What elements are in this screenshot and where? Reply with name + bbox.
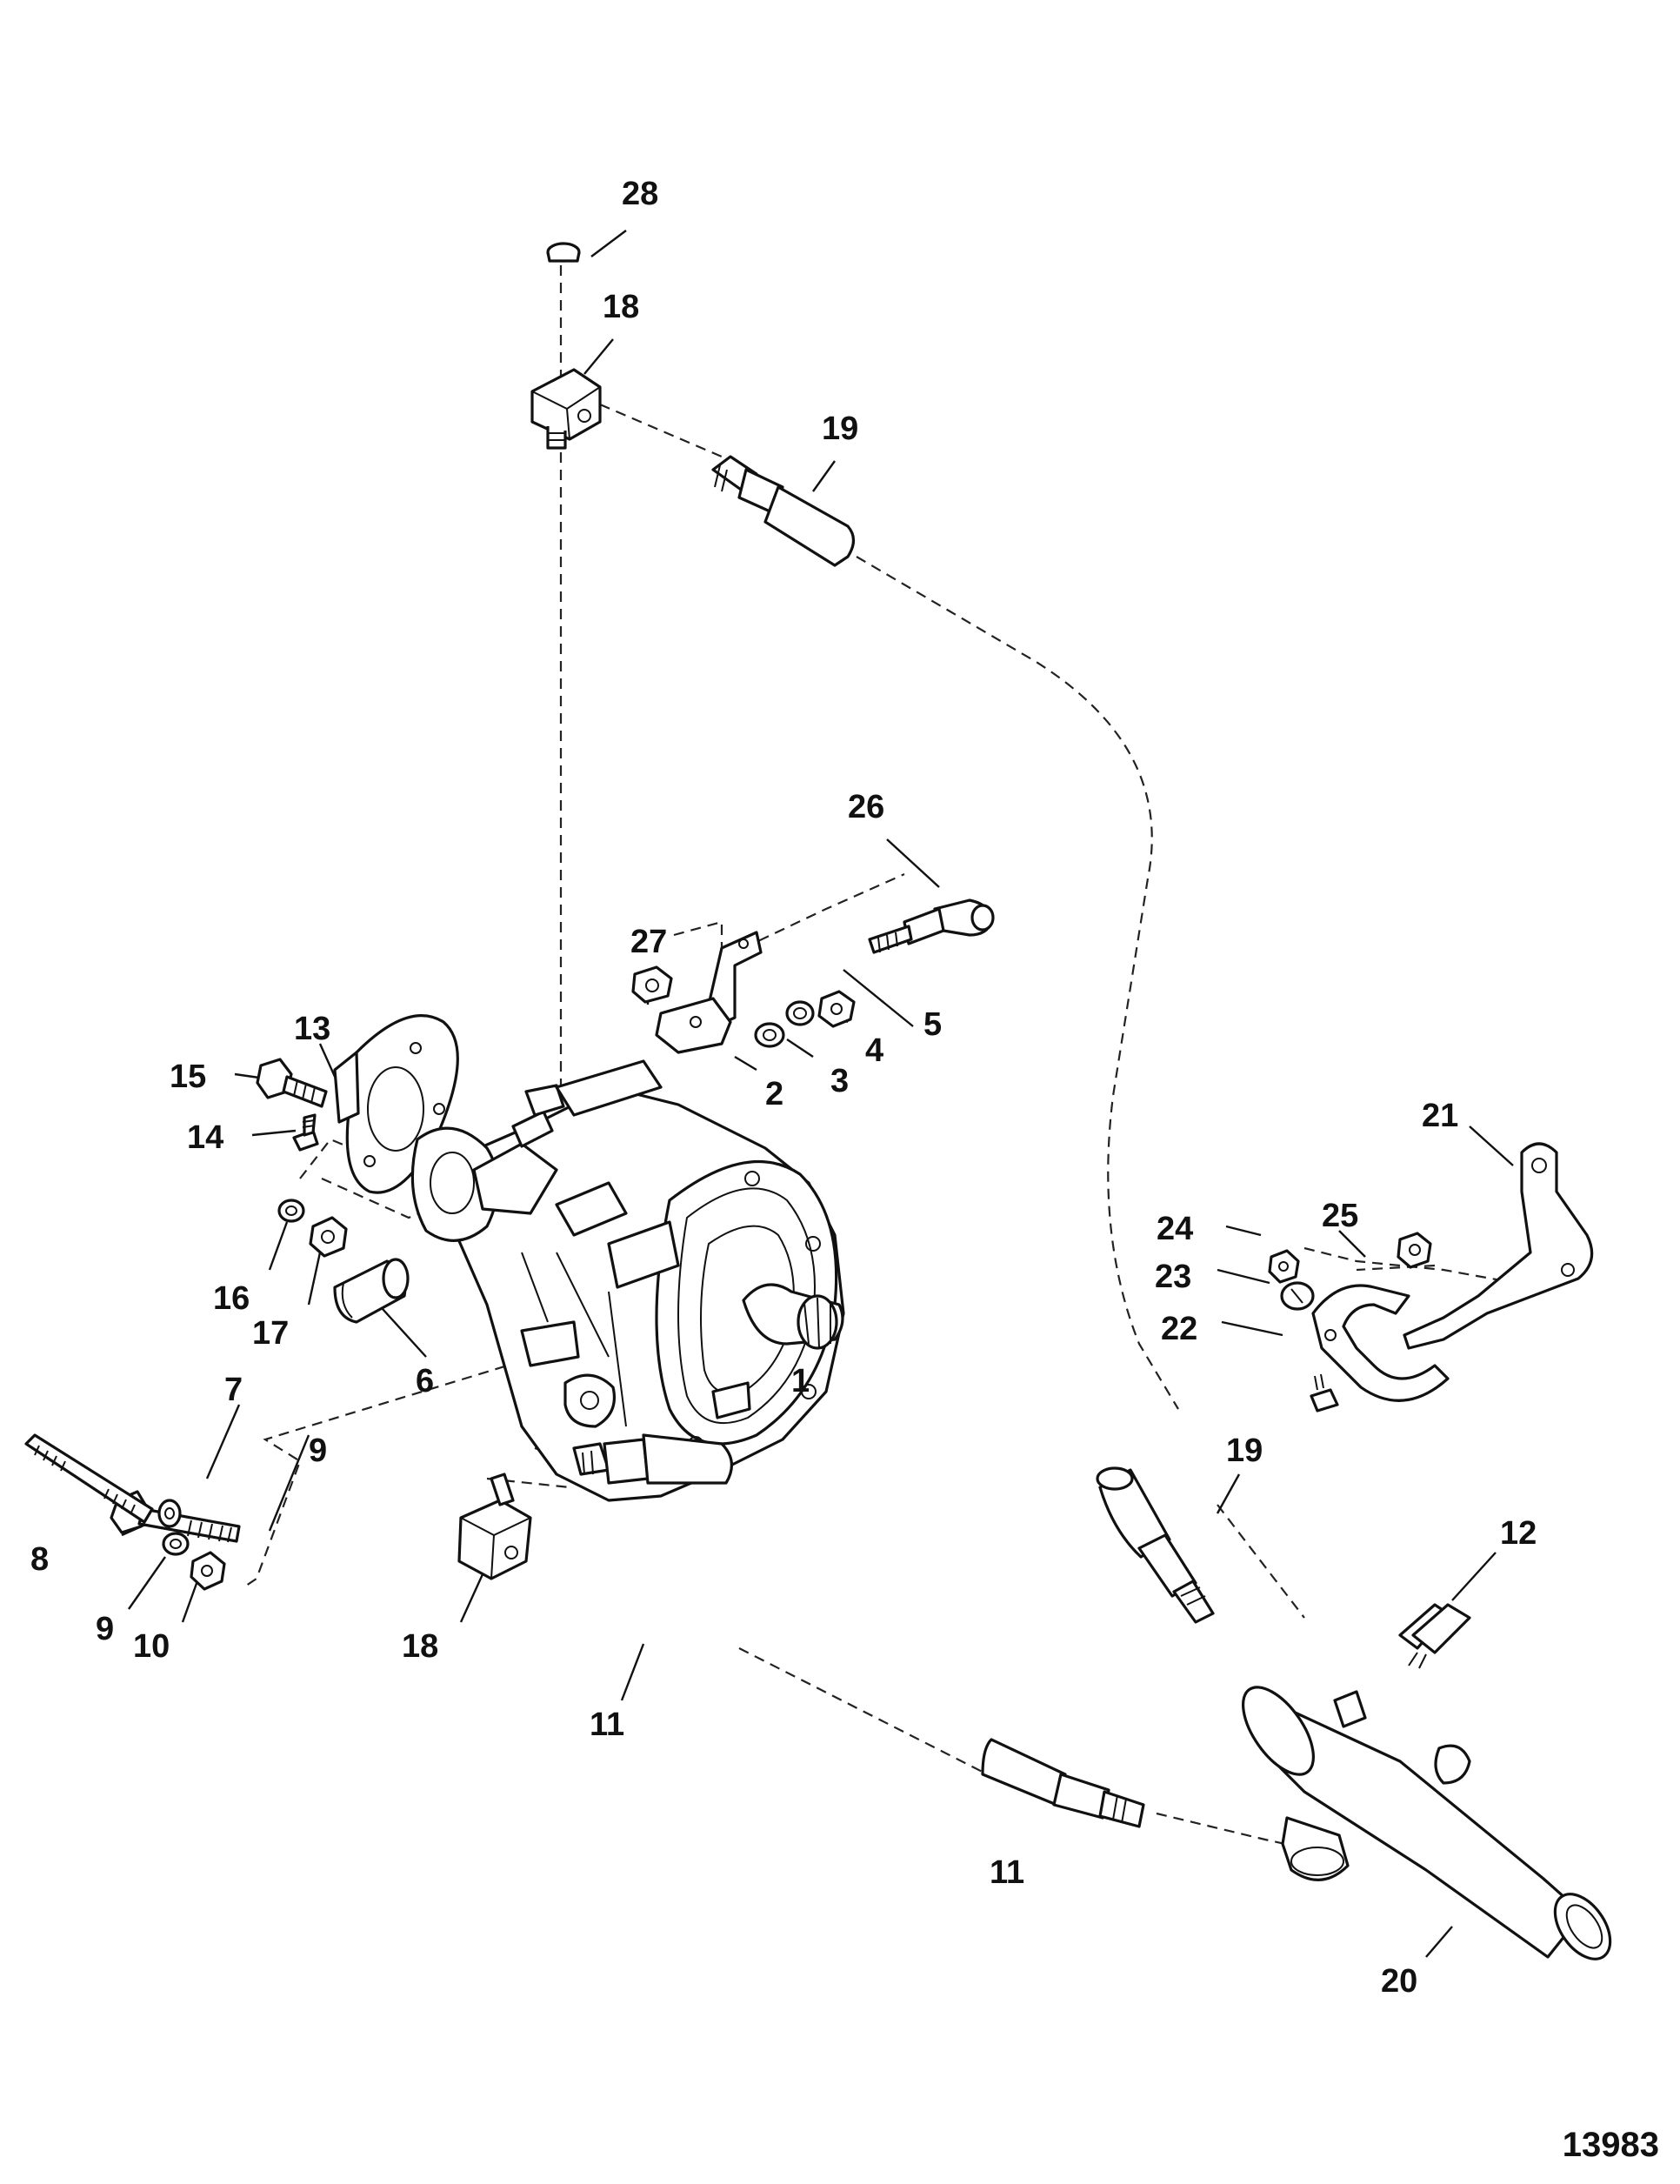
part-15-bolt <box>256 1058 328 1108</box>
callout-9-left: 9 <box>96 1611 114 1647</box>
part-9-washer-b <box>162 1532 190 1556</box>
callout-12: 12 <box>1500 1515 1537 1552</box>
part-11-left-sensor <box>572 1433 733 1485</box>
part-1-transmission <box>410 1059 845 1502</box>
part-19-lower-sensor <box>1096 1466 1215 1624</box>
part-26-rod-end <box>868 898 995 954</box>
part-8-stud <box>24 1433 154 1524</box>
callout-17: 17 <box>252 1315 289 1352</box>
callout-21: 21 <box>1422 1098 1458 1134</box>
part-14-screw <box>292 1113 319 1152</box>
part-18-upper-fitting <box>530 368 602 450</box>
callout-28: 28 <box>622 176 658 212</box>
callout-15: 15 <box>170 1059 206 1095</box>
part-18-lower-fitting <box>457 1473 532 1580</box>
callout-13: 13 <box>294 1011 330 1047</box>
part-21-bracket <box>1403 1142 1594 1350</box>
callout-9-right: 9 <box>309 1433 327 1469</box>
callout-11-left: 11 <box>590 1706 624 1743</box>
part-3-washer <box>754 1022 785 1048</box>
callout-5: 5 <box>923 1006 942 1043</box>
callout-24: 24 <box>1157 1211 1193 1247</box>
part-11-lower-sensor <box>981 1738 1145 1828</box>
callout-labels: 28 18 19 26 27 13 15 14 16 17 6 2 3 4 5 … <box>30 176 1537 2000</box>
part-2-bracket <box>655 931 763 1054</box>
callout-leader-lines <box>121 230 1514 1958</box>
callout-19-lower: 19 <box>1226 1433 1263 1469</box>
part-25-nut <box>1397 1232 1432 1269</box>
callout-14: 14 <box>187 1119 223 1156</box>
callout-6: 6 <box>416 1363 434 1399</box>
callout-20: 20 <box>1381 1963 1417 2000</box>
callout-4: 4 <box>865 1032 883 1069</box>
part-27-nut <box>631 965 673 1004</box>
callout-18-upper: 18 <box>603 289 639 325</box>
part-28-plug <box>546 242 581 263</box>
callout-25: 25 <box>1322 1198 1358 1234</box>
callout-19-upper: 19 <box>822 411 858 447</box>
callout-8: 8 <box>30 1541 49 1578</box>
callout-10: 10 <box>133 1628 170 1665</box>
part-23-grommet <box>1280 1281 1315 1311</box>
part-5-nut <box>817 990 856 1028</box>
part-24-nut <box>1268 1249 1300 1284</box>
part-22-clamp <box>1310 1284 1450 1413</box>
callout-22: 22 <box>1161 1311 1197 1347</box>
callout-1: 1 <box>791 1363 810 1399</box>
callout-23: 23 <box>1155 1259 1191 1295</box>
part-10-nut <box>190 1551 226 1591</box>
part-4-lockwasher <box>785 1000 815 1026</box>
callout-11-right: 11 <box>990 1854 1024 1891</box>
part-12-switch <box>1398 1603 1471 1669</box>
part-6-bushing <box>333 1258 410 1324</box>
figure-number: 13983 <box>1562 2126 1659 2164</box>
part-19-upper-sensor <box>711 455 856 567</box>
callout-26: 26 <box>848 789 884 825</box>
callout-16: 16 <box>213 1280 250 1317</box>
part-20-cooler <box>1241 1686 1612 1960</box>
callout-27: 27 <box>630 924 667 960</box>
callout-3: 3 <box>830 1063 849 1099</box>
callout-7: 7 <box>224 1372 243 1408</box>
part-9-washer-a <box>157 1499 182 1528</box>
callout-2: 2 <box>765 1076 783 1112</box>
part-16-washer <box>277 1199 305 1223</box>
callout-18-lower: 18 <box>402 1628 438 1665</box>
part-17-nut <box>309 1216 348 1258</box>
